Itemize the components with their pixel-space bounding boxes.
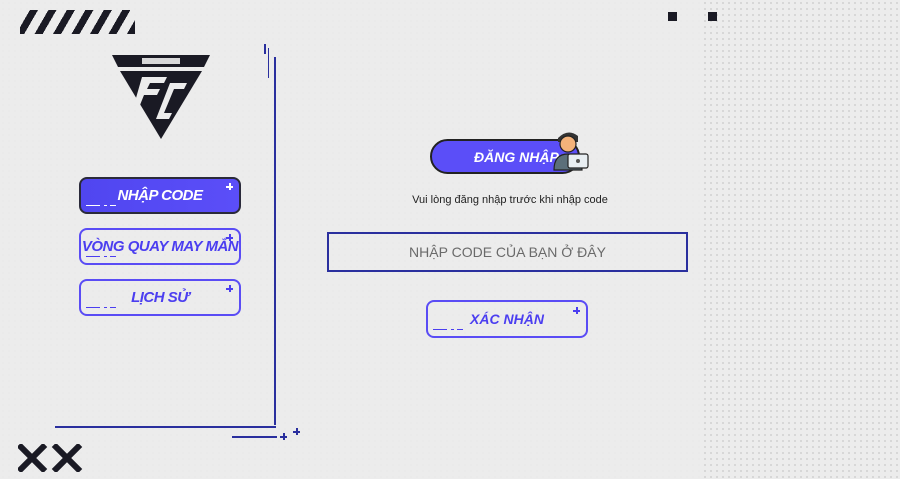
plus-decoration bbox=[293, 428, 300, 435]
line-decoration bbox=[264, 44, 266, 54]
square-decoration bbox=[668, 12, 677, 21]
user-laptop-icon bbox=[553, 132, 589, 171]
sidebar-item-label: VÒNG QUAY MAY MẮN bbox=[81, 238, 239, 255]
sidebar-item-label: NHẬP CODE bbox=[117, 187, 203, 204]
dash-decoration bbox=[86, 255, 116, 257]
plus-decoration bbox=[226, 183, 233, 190]
plus-decoration bbox=[226, 234, 233, 241]
code-input[interactable] bbox=[327, 232, 688, 272]
plus-decoration bbox=[280, 433, 287, 440]
sidebar-item-label: LỊCH SỬ bbox=[131, 289, 189, 306]
submit-label: XÁC NHẬN bbox=[470, 311, 544, 327]
close-x-icon bbox=[18, 444, 83, 472]
square-decoration bbox=[708, 12, 717, 21]
sidebar-item-nhap-code[interactable]: NHẬP CODE bbox=[79, 177, 241, 214]
stripes-decoration bbox=[20, 10, 135, 34]
sidebar-divider bbox=[274, 57, 276, 425]
bottom-line bbox=[232, 436, 277, 438]
dash-decoration bbox=[433, 328, 463, 330]
plus-decoration bbox=[226, 285, 233, 292]
dash-decoration bbox=[86, 306, 116, 308]
login-hint: Vui lòng đăng nhập trước khi nhập code bbox=[412, 194, 608, 206]
dash-decoration bbox=[86, 204, 116, 206]
ea-sports-fc-logo bbox=[112, 55, 210, 139]
sidebar-item-lich-su[interactable]: LỊCH SỬ bbox=[79, 279, 241, 316]
plus-decoration bbox=[573, 307, 580, 314]
sidebar-item-vong-quay[interactable]: VÒNG QUAY MAY MẮN bbox=[79, 228, 241, 265]
line-decoration bbox=[268, 48, 269, 78]
submit-button[interactable]: XÁC NHẬN bbox=[426, 300, 588, 338]
login-label: ĐĂNG NHẬP bbox=[474, 148, 559, 165]
bottom-line bbox=[55, 426, 276, 428]
